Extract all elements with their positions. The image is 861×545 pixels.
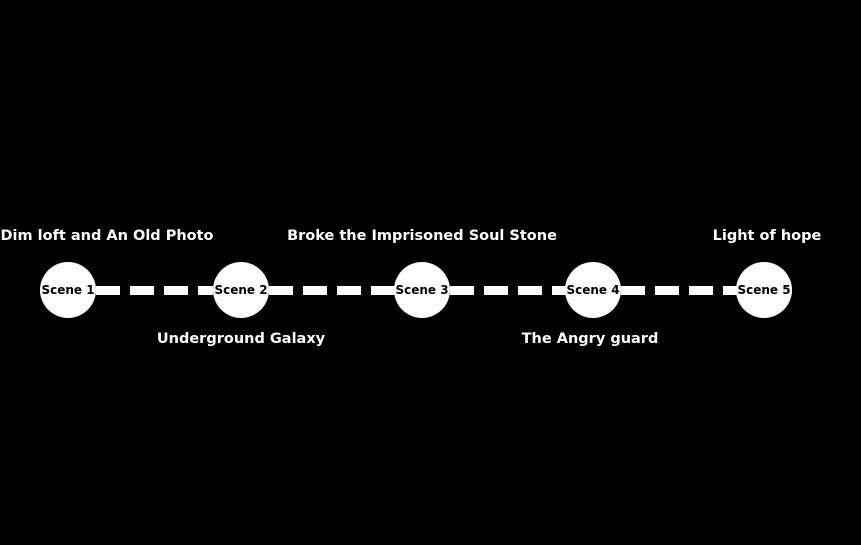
scene-caption-2: Underground Galaxy [156, 331, 326, 347]
scene-node-label: Scene 3 [395, 283, 449, 297]
scene-node-3: Scene 3 [394, 262, 450, 318]
connector-2-3 [269, 286, 395, 295]
scene-caption-5: Light of hope [712, 228, 822, 244]
scene-caption-4: The Angry guard [521, 331, 659, 347]
scene-node-label: Scene 2 [214, 283, 268, 297]
scene-node-2: Scene 2 [213, 262, 269, 318]
connector-4-5 [621, 286, 737, 295]
scene-node-label: Scene 4 [566, 283, 620, 297]
scene-node-1: Scene 1 [40, 262, 96, 318]
scene-node-label: Scene 5 [737, 283, 791, 297]
scene-node-5: Scene 5 [736, 262, 792, 318]
scene-caption-3: Broke the Imprisoned Soul Stone [287, 228, 557, 244]
scene-caption-1: Dim loft and An Old Photo [0, 228, 214, 244]
scene-node-label: Scene 1 [41, 283, 95, 297]
connector-3-4 [450, 286, 566, 295]
scene-node-4: Scene 4 [565, 262, 621, 318]
connector-1-2 [96, 286, 213, 295]
